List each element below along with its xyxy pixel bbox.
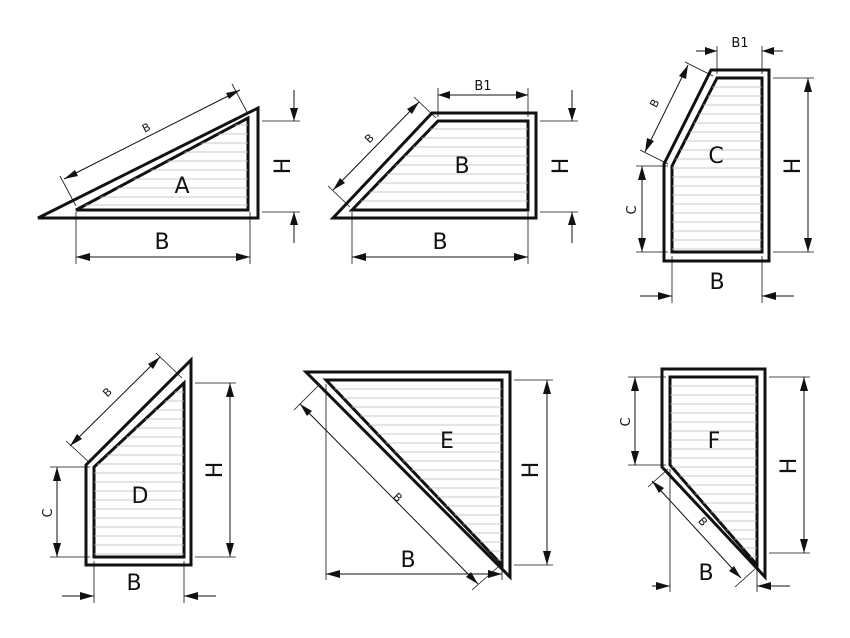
- shape-d-letter: D: [132, 484, 149, 509]
- shape-b-slope-label: B: [362, 131, 377, 145]
- shape-e-base-label: B: [400, 548, 415, 573]
- shape-d: D B H C B: [41, 352, 236, 603]
- shape-d-slope-label: B: [100, 385, 114, 400]
- shape-e-slope-dimension-line: [299, 403, 479, 585]
- shape-d-slope-dimension-line: [69, 356, 161, 447]
- shape-b-base-label: B: [432, 230, 447, 255]
- shape-b-inner: [348, 119, 530, 212]
- shape-b-slope-dimension-line: [332, 101, 420, 191]
- shape-a: A B H B: [37, 83, 300, 264]
- shape-a-slope-dimension-line: [63, 89, 241, 180]
- shape-c-base-label: B: [709, 270, 724, 295]
- shape-c-slope-dimension-line: [644, 64, 689, 153]
- shape-f-slope-dimension-line: [651, 480, 742, 579]
- shape-f-letter: F: [708, 429, 721, 454]
- shape-a-letter: A: [174, 174, 189, 199]
- shape-a-slope-label: B: [140, 120, 153, 135]
- shape-a-inner: [75, 115, 250, 212]
- shape-c: C B B1 H C B: [625, 36, 814, 303]
- shape-f: F B H C B: [619, 367, 810, 592]
- shape-e-letter: E: [440, 429, 454, 454]
- shape-c-slope-label: B: [647, 97, 662, 110]
- shape-c-top-label: B1: [731, 36, 748, 51]
- shape-c-letter: C: [708, 144, 723, 169]
- shape-d-inner: [92, 379, 186, 559]
- shape-a-base-label: B: [154, 230, 169, 255]
- shape-e-inner: [322, 378, 504, 569]
- shape-d-height-label: H: [203, 462, 228, 479]
- shape-e-height-label: H: [519, 462, 544, 479]
- shape-c-side-label: C: [625, 205, 640, 214]
- shape-b: B B B1 H B: [327, 79, 578, 264]
- shape-f-height-label: H: [777, 458, 802, 475]
- shape-f-side-label: C: [619, 417, 634, 426]
- shape-e-slope-label: B: [390, 490, 405, 505]
- shape-b-top-label: B1: [474, 79, 491, 94]
- shape-a-height-label: H: [271, 158, 296, 175]
- shape-d-base-label: B: [126, 571, 141, 596]
- shape-b-height-label: H: [549, 158, 574, 175]
- shape-b-letter: B: [454, 154, 469, 179]
- shape-d-side-label: C: [41, 508, 56, 517]
- shape-c-inner: [670, 76, 764, 254]
- shape-f-base-label: B: [698, 561, 713, 586]
- shape-f-slope-label: B: [695, 515, 710, 529]
- shape-c-height-label: H: [781, 158, 806, 175]
- shape-e: E B H B: [293, 370, 553, 591]
- shape-f-inner: [668, 375, 759, 570]
